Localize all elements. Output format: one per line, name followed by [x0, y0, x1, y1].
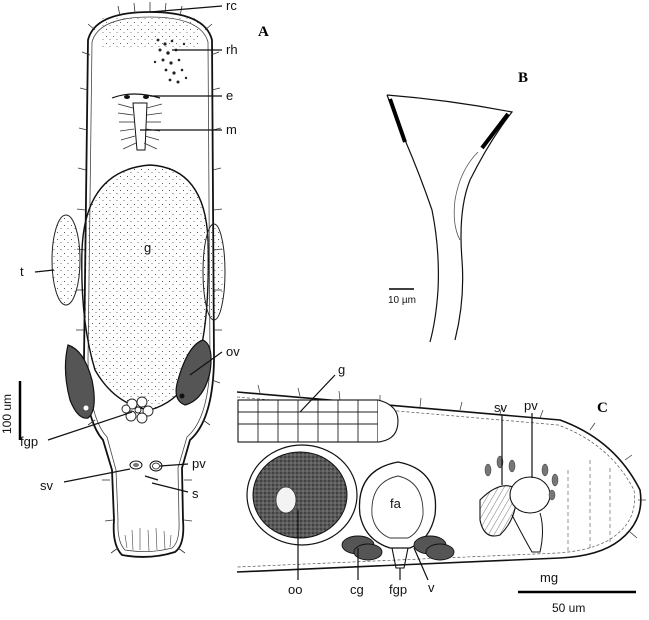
label-rh: rh — [226, 42, 238, 57]
label-pv-c: pv — [524, 398, 538, 413]
label-rc: rc — [226, 0, 237, 13]
label-s: s — [192, 486, 199, 501]
panel-a-drawing — [34, 2, 226, 558]
panel-c-drawing — [236, 374, 646, 581]
label-ov: ov — [226, 344, 240, 359]
label-pv-a: pv — [192, 456, 206, 471]
panel-label-b: B — [518, 70, 528, 86]
label-sv-c: sv — [494, 400, 508, 415]
label-m: m — [226, 122, 237, 137]
panel-label-a: A — [258, 24, 269, 40]
label-mg: mg — [540, 570, 558, 585]
label-e: e — [226, 88, 233, 103]
label-t: t — [20, 264, 24, 279]
label-sv-a: sv — [40, 478, 54, 493]
scale-label-a: 100 um — [0, 394, 14, 434]
label-g-c: g — [338, 362, 345, 377]
panel-b-drawing — [386, 94, 514, 343]
panel-label-c: C — [597, 400, 608, 416]
label-v: v — [428, 580, 435, 595]
label-oo: oo — [288, 582, 302, 597]
label-fgp-a: fgp — [20, 434, 38, 449]
label-g-a: g — [144, 240, 151, 255]
scale-label-b: 10 µm — [388, 295, 416, 306]
label-fgp-c: fgp — [389, 582, 407, 597]
label-cg: cg — [350, 582, 364, 597]
scale-label-c: 50 um — [552, 601, 585, 615]
label-fa: fa — [390, 496, 402, 511]
